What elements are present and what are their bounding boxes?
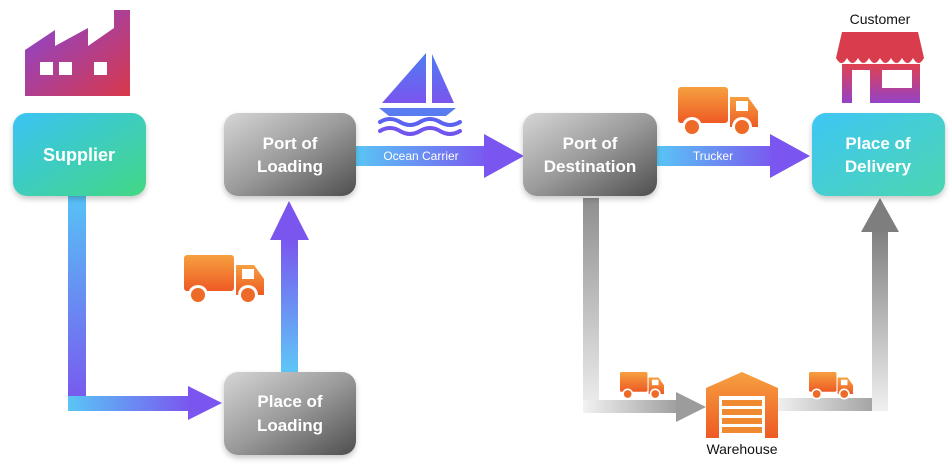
sailboat-icon bbox=[378, 53, 462, 136]
node-place-of-loading: Place of Loading bbox=[224, 372, 356, 455]
customer-caption: Customer bbox=[850, 11, 911, 27]
node-place-of-delivery: Place of Delivery bbox=[812, 113, 945, 196]
node-supplier: Supplier bbox=[13, 113, 146, 196]
port-of-loading-line-2: Loading bbox=[257, 157, 323, 176]
connector-warehouse-to-delivery bbox=[775, 198, 899, 411]
connector-supplier-to-place-of-loading bbox=[68, 196, 222, 420]
warehouse-icon bbox=[706, 372, 778, 438]
node-port-of-destination: Port of Destination bbox=[523, 113, 657, 196]
truck-icon-pre-carriage bbox=[184, 255, 264, 305]
connector-place-to-port-of-loading bbox=[270, 201, 309, 372]
place-of-loading-line-2: Loading bbox=[257, 416, 323, 435]
truck-icon-to-warehouse bbox=[620, 372, 664, 400]
node-port-of-loading: Port of Loading bbox=[224, 113, 356, 196]
ocean-carrier-label: Ocean Carrier bbox=[383, 149, 458, 163]
connector-destination-to-warehouse bbox=[583, 198, 706, 422]
warehouse-caption: Warehouse bbox=[706, 441, 777, 457]
connector-ocean-carrier: Ocean Carrier bbox=[356, 134, 524, 178]
store-icon bbox=[836, 32, 924, 103]
truck-icon-trucker bbox=[678, 87, 758, 137]
supplier-label: Supplier bbox=[43, 145, 115, 165]
place-of-loading-line-1: Place of bbox=[257, 392, 323, 411]
port-of-destination-line-1: Port of bbox=[563, 134, 618, 153]
port-of-loading-line-1: Port of bbox=[263, 134, 318, 153]
truck-icon-from-warehouse bbox=[809, 372, 853, 400]
connector-trucker: Trucker bbox=[657, 134, 810, 178]
place-of-delivery-line-1: Place of bbox=[845, 134, 911, 153]
factory-icon bbox=[25, 10, 130, 96]
trucker-label: Trucker bbox=[693, 149, 733, 163]
port-of-destination-line-2: Destination bbox=[544, 157, 637, 176]
place-of-delivery-line-2: Delivery bbox=[845, 157, 912, 176]
